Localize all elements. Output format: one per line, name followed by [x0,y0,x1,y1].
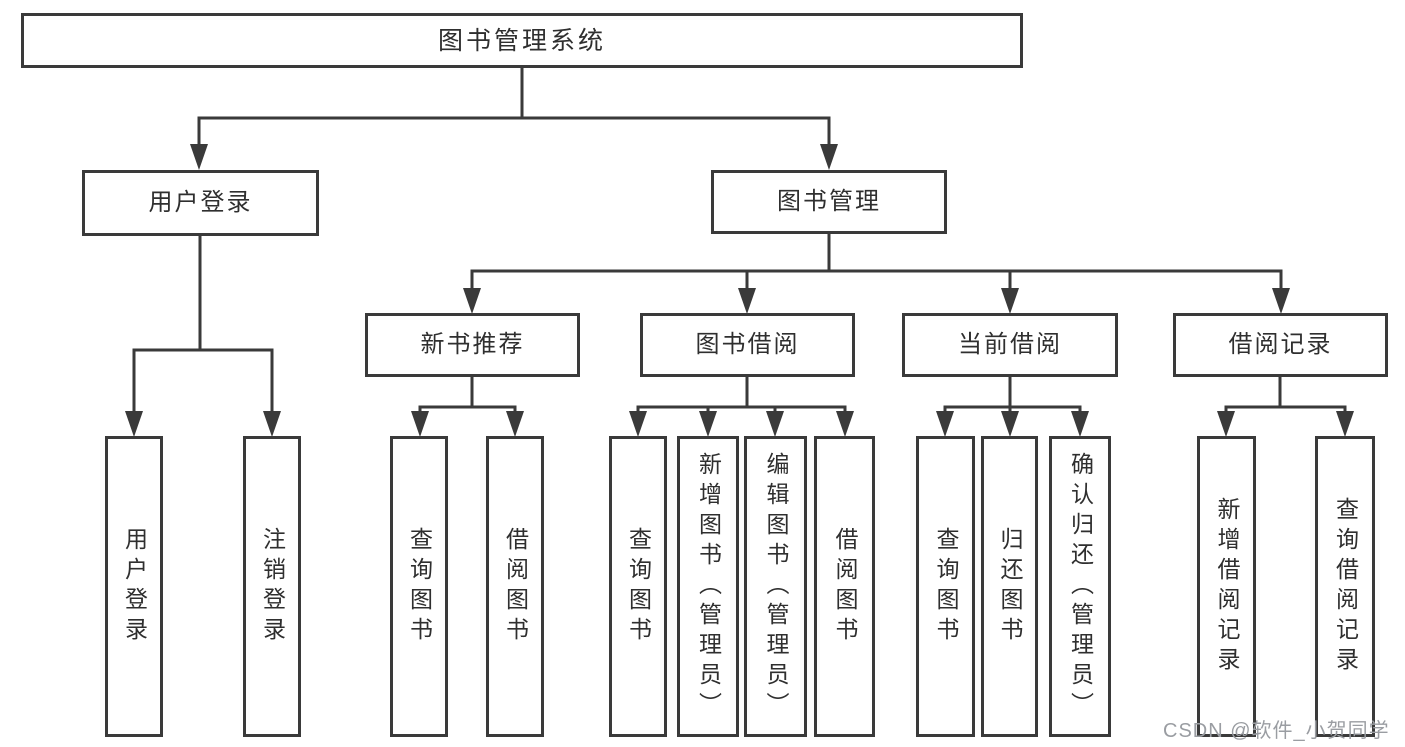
node-label: 确认归还（管理员） [1067,451,1094,722]
node-current-borrow: 当前借阅 [902,313,1118,377]
node-book-management: 图书管理 [711,170,947,234]
leaf-add-borrow-record: 新增借阅记录 [1197,436,1256,737]
node-label: 注销登录 [259,526,286,647]
node-book-borrow: 图书借阅 [640,313,855,377]
node-label: 查询借阅记录 [1332,496,1359,677]
leaf-borrow-books-recommend: 借阅图书 [486,436,544,737]
leaf-borrow-books: 借阅图书 [814,436,875,737]
node-label: 用户登录 [121,526,148,647]
node-borrow-records: 借阅记录 [1173,313,1388,377]
leaf-query-books-recommend: 查询图书 [390,436,448,737]
node-user-login: 用户登录 [82,170,319,236]
node-label: 新增图书（管理员） [695,451,722,722]
leaf-logout: 注销登录 [243,436,301,737]
node-label: 编辑图书（管理员） [763,451,789,722]
node-label: 图书管理 [777,187,881,215]
node-label: 查询图书 [406,526,433,647]
csdn-watermark: CSDN @软件_小贺同学 [1163,720,1390,742]
node-label: 当前借阅 [958,330,1062,358]
node-new-book-recommend: 新书推荐 [365,313,580,377]
node-label: 查询图书 [625,526,652,647]
leaf-confirm-return-admin: 确认归还（管理员） [1049,436,1111,737]
node-label: 用户登录 [148,188,253,216]
leaf-query-borrow-record: 查询借阅记录 [1315,436,1375,737]
node-label: 图书借阅 [695,330,800,358]
leaf-query-books-borrow: 查询图书 [609,436,667,737]
node-label: 借阅图书 [502,526,529,647]
node-label: 新书推荐 [420,330,525,358]
node-label: 借阅图书 [832,526,858,647]
leaf-edit-books-admin: 编辑图书（管理员） [744,436,807,737]
node-label: 图书管理系统 [437,26,606,55]
leaf-query-books-current: 查询图书 [916,436,975,737]
node-library-management-system: 图书管理系统 [21,13,1023,68]
leaf-user-login: 用户登录 [105,436,163,737]
leaf-add-books-admin: 新增图书（管理员） [677,436,739,737]
leaf-return-books: 归还图书 [981,436,1038,737]
node-label: 归还图书 [997,526,1023,647]
node-label: 查询图书 [933,526,959,647]
node-label: 新增借阅记录 [1214,496,1240,677]
node-label: 借阅记录 [1228,330,1333,358]
